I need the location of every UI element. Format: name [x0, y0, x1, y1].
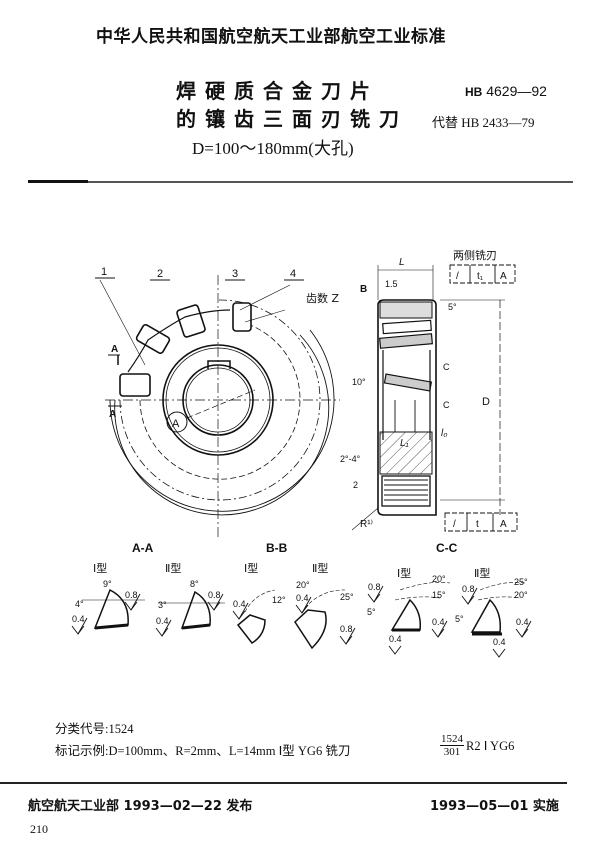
section-views: A-A B-B C-C Ⅰ型 9° 4° 0.8 0.4 Ⅱ型 8° 3°	[71, 541, 532, 658]
svg-text:0.8: 0.8	[208, 590, 221, 600]
svg-text:25°: 25°	[340, 592, 354, 602]
document-title-line1: 焊硬质合金刀片	[176, 79, 379, 103]
svg-text:L₁: L₁	[400, 438, 409, 449]
svg-text:10°: 10°	[352, 377, 366, 387]
svg-text:Ⅰ型: Ⅰ型	[397, 566, 411, 580]
footer-divider	[0, 782, 567, 784]
tolerance-frame-bottom	[444, 512, 518, 532]
standard-number: HB 4629—92	[465, 83, 547, 99]
svg-text:A: A	[109, 409, 116, 420]
svg-text:Ⅰ型: Ⅰ型	[93, 561, 107, 575]
svg-text:0.4: 0.4	[233, 599, 246, 609]
marking-example: 标记示例:D=100mm、R=2mm、L=14mm Ⅰ型 YG6 铣刀	[55, 744, 351, 758]
svg-text:0.4: 0.4	[296, 593, 309, 603]
svg-text:Ⅱ型: Ⅱ型	[474, 566, 490, 580]
marking-code-suffix: R2 Ⅰ YG6	[466, 738, 515, 753]
svg-text:Ⅰ型: Ⅰ型	[244, 561, 258, 575]
svg-text:12°: 12°	[272, 595, 286, 605]
svg-text:5°: 5°	[455, 614, 464, 624]
svg-text:C: C	[443, 362, 450, 372]
svg-text:20°: 20°	[432, 574, 446, 584]
svg-text:C-C: C-C	[436, 541, 458, 555]
svg-text:3°: 3°	[158, 600, 167, 610]
svg-text:0.8: 0.8	[340, 624, 353, 634]
svg-text:5°: 5°	[367, 607, 376, 617]
svg-text:0.4: 0.4	[72, 614, 85, 624]
svg-text:9°: 9°	[103, 579, 112, 589]
replaces-standard: 代替 HB 2433—79	[432, 115, 535, 130]
svg-text:A: A	[172, 418, 180, 430]
svg-text:A: A	[111, 344, 118, 355]
svg-text:/: /	[456, 271, 459, 282]
svg-text:2: 2	[353, 480, 358, 490]
svg-text:4: 4	[290, 268, 296, 280]
svg-text:20°: 20°	[296, 580, 310, 590]
svg-text:0.4: 0.4	[389, 634, 402, 644]
classification-code: 分类代号:1524	[55, 722, 134, 736]
svg-text:A: A	[500, 271, 507, 282]
svg-text:Ⅱ型: Ⅱ型	[312, 561, 328, 575]
standard-prefix: HB	[465, 85, 483, 99]
effective-date: 1993—05—01 实施	[430, 799, 559, 814]
svg-text:A: A	[500, 519, 507, 530]
svg-text:8°: 8°	[190, 579, 199, 589]
svg-text:0.4: 0.4	[516, 617, 529, 627]
marking-code-numerator: 1524	[440, 733, 464, 746]
svg-text:0.4: 0.4	[493, 637, 506, 647]
svg-text:Ⅱ型: Ⅱ型	[165, 561, 181, 575]
svg-text:0.4: 0.4	[432, 617, 445, 627]
svg-text:2°-4°: 2°-4°	[340, 454, 361, 464]
svg-text:25°: 25°	[514, 577, 528, 587]
side-view: 两侧铣刃 / t₁ A / t A L 1.5 5° 10° C C D l₀ …	[340, 248, 518, 532]
issued-date: 航空航天工业部 1993—02—22 发布	[28, 799, 253, 814]
svg-text:t₁: t₁	[477, 271, 484, 282]
marking-code-denominator: 301	[443, 746, 461, 758]
svg-text:15°: 15°	[432, 590, 446, 600]
svg-text:4°: 4°	[75, 599, 84, 609]
marking-code: 1524 301 R2 Ⅰ YG6	[440, 733, 514, 758]
document-title-line2: 的镶齿三面刃铣刀	[176, 107, 408, 131]
svg-text:l₀: l₀	[441, 428, 447, 439]
svg-text:5°: 5°	[448, 302, 457, 312]
svg-text:t: t	[476, 519, 479, 530]
svg-text:/: /	[453, 519, 456, 530]
marking-code-fraction: 1524 301	[440, 733, 464, 758]
svg-text:0.8: 0.8	[462, 584, 475, 594]
svg-text:D: D	[482, 396, 490, 408]
svg-text:L: L	[399, 257, 405, 268]
svg-text:20°: 20°	[514, 590, 528, 600]
header-divider	[28, 180, 573, 183]
svg-text:2: 2	[157, 268, 163, 280]
front-view: A 1 2 3 4 齿数 Z A	[95, 266, 340, 540]
svg-text:C: C	[443, 400, 450, 410]
technical-drawing: A 1 2 3 4 齿数 Z A	[0, 240, 600, 670]
svg-text:齿数 Z: 齿数 Z	[306, 292, 339, 305]
tolerance-frame-top	[449, 264, 516, 284]
svg-text:R¹⁾: R¹⁾	[360, 519, 373, 530]
svg-text:0.8: 0.8	[125, 590, 138, 600]
document-title-range: D=100～180mm(大孔)	[192, 139, 354, 158]
svg-text:0.8: 0.8	[368, 582, 381, 592]
svg-text:0.4: 0.4	[156, 616, 169, 626]
svg-text:两侧铣刃: 两侧铣刃	[453, 248, 497, 262]
svg-text:A-A: A-A	[132, 541, 154, 555]
svg-text:1: 1	[101, 266, 107, 278]
svg-text:B: B	[360, 284, 367, 295]
svg-text:3: 3	[232, 268, 238, 280]
page-number: 210	[30, 822, 48, 836]
standard-code: 4629—92	[486, 83, 547, 99]
issuing-organization-heading: 中华人民共和国航空航天工业部航空工业标准	[96, 27, 446, 47]
svg-text:1.5: 1.5	[385, 279, 398, 289]
svg-text:B-B: B-B	[266, 541, 288, 555]
